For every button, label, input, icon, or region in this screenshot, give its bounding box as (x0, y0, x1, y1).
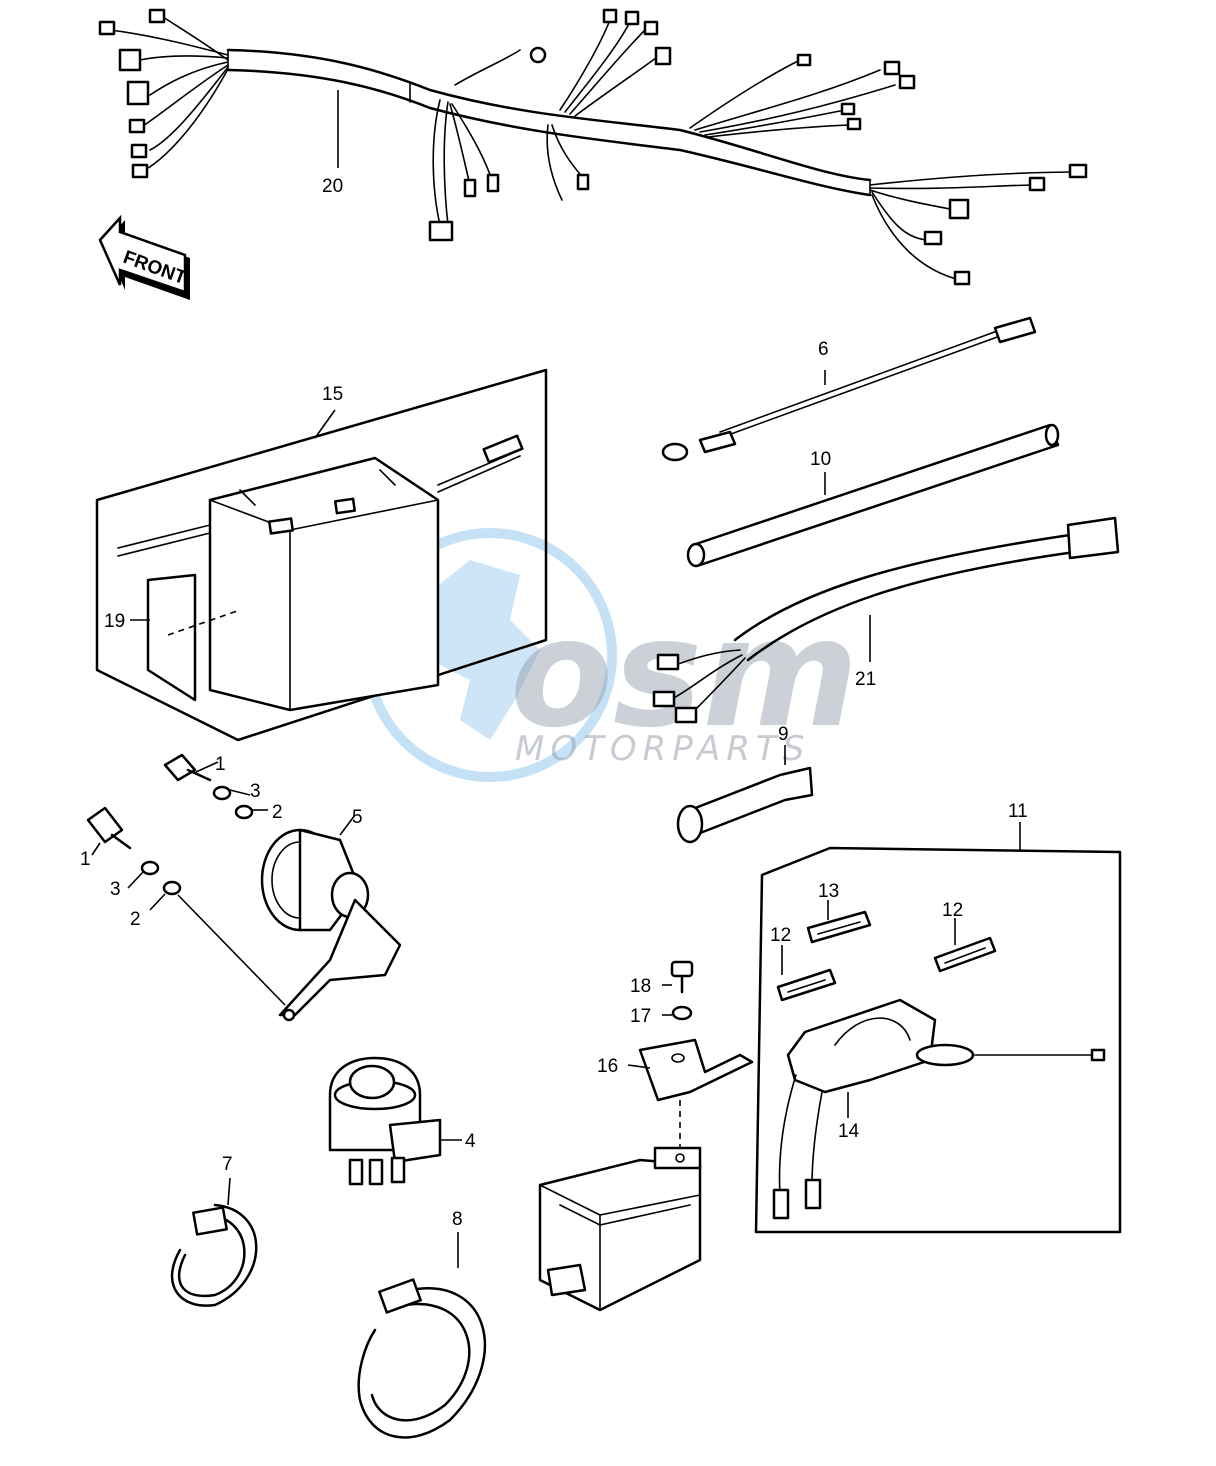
label-8: 8 (452, 1209, 463, 1230)
label-17: 17 (630, 1006, 651, 1027)
watermark-subtitle: MOTORPARTS (515, 729, 810, 769)
label-18: 18 (630, 976, 651, 997)
label-6: 6 (818, 339, 829, 360)
label-4: 4 (465, 1131, 476, 1152)
sub-harness: 21 (652, 516, 1120, 724)
band-7: 7 (170, 1154, 258, 1307)
label-1-lower: 1 (80, 849, 91, 870)
label-19: 19 (104, 611, 125, 632)
osm-watermark: osm MOTORPARTS (363, 528, 859, 782)
front-direction-arrow: FRONT (98, 214, 190, 300)
label-2-lower: 2 (130, 909, 141, 930)
label-20: 20 (322, 176, 343, 197)
label-12-right: 12 (942, 900, 963, 921)
wiring-harness: 20 (98, 8, 1088, 286)
battery-lead: 6 (661, 316, 1037, 462)
label-3-lower: 3 (110, 879, 121, 900)
label-15: 15 (322, 384, 343, 405)
label-3-upper: 3 (250, 781, 261, 802)
band-8: 8 (357, 1209, 487, 1439)
label-11: 11 (1008, 801, 1028, 822)
battery-assembly: 15 19 (95, 368, 548, 742)
watermark-logo: osm (510, 587, 859, 761)
label-10: 10 (810, 449, 831, 470)
label-9: 9 (778, 724, 789, 745)
label-1-upper: 1 (215, 754, 226, 775)
label-21: 21 (855, 669, 876, 690)
horn-assembly: 1 3 2 1 3 2 5 (80, 753, 402, 1022)
watermark-globe-icon (420, 560, 540, 740)
relay: 4 (328, 1056, 476, 1186)
fuse-holder-assembly: 11 13 12 12 14 (754, 801, 1122, 1234)
label-2-upper: 2 (272, 802, 283, 823)
terminal-cap: 9 (676, 724, 814, 844)
label-14: 14 (838, 1121, 860, 1142)
label-5: 5 (352, 807, 363, 828)
label-7: 7 (222, 1154, 233, 1175)
fuse-case-mount: 18 17 16 (538, 960, 754, 1312)
tube: 10 (686, 423, 1060, 568)
label-12-left: 12 (770, 925, 791, 946)
label-16: 16 (597, 1056, 618, 1077)
label-13: 13 (818, 881, 839, 902)
